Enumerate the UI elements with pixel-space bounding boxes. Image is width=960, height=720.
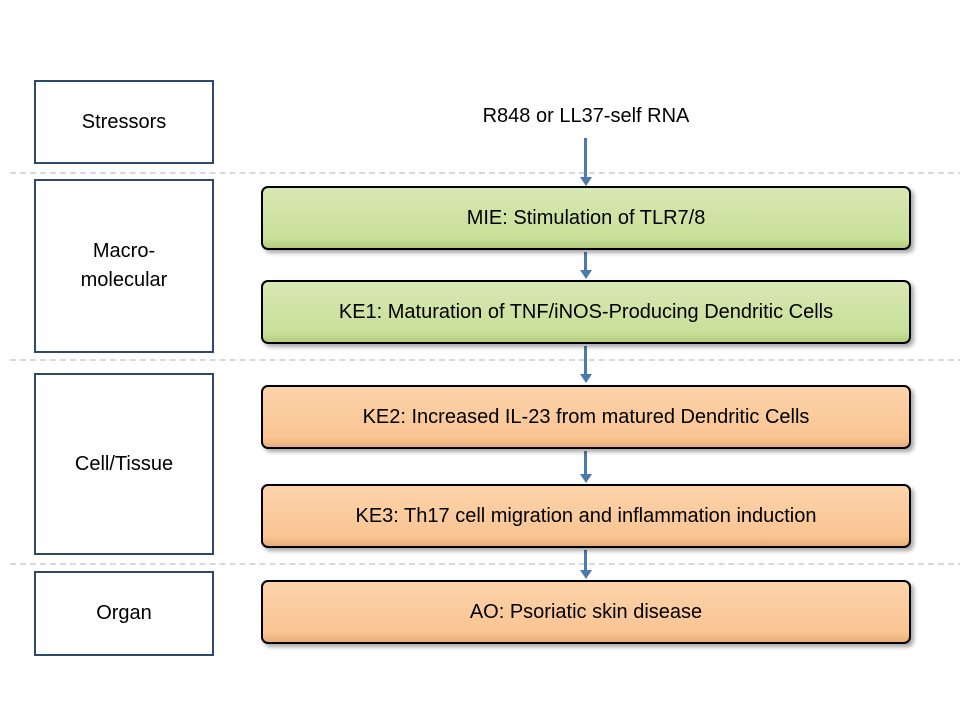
arrow-shaft xyxy=(584,346,587,375)
arrow-head xyxy=(580,270,592,279)
divider-cell-organ xyxy=(10,563,960,565)
arrow-head xyxy=(580,374,592,383)
arrow-mie-to-ke1 xyxy=(580,252,592,279)
arrow-shaft xyxy=(584,252,587,271)
ke3-box: KE3: Th17 cell migration and inflammatio… xyxy=(261,484,911,548)
level-cell-tissue-label: Cell/Tissue xyxy=(74,452,174,475)
mie-label: MIE: Stimulation of TLR7/8 xyxy=(466,206,706,229)
level-stressors-label: Stressors xyxy=(81,110,167,133)
ao-label: AO: Psoriatic skin disease xyxy=(469,600,703,623)
stressor-label: R848 or LL37-self RNA xyxy=(482,105,690,127)
level-macromolecular-line2: molecular xyxy=(80,269,168,291)
level-macromolecular-label: Macro- molecular xyxy=(81,237,168,295)
arrow-ke2-to-ke3 xyxy=(580,451,592,483)
level-organ-box: Organ xyxy=(34,571,214,656)
mie-box: MIE: Stimulation of TLR7/8 xyxy=(261,186,911,250)
level-macromolecular-line1: Macro- xyxy=(92,240,156,262)
arrow-ke3-to-ao xyxy=(580,550,592,579)
ao-box: AO: Psoriatic skin disease xyxy=(261,580,911,644)
ke2-label: KE2: Increased IL-23 from matured Dendri… xyxy=(362,405,810,428)
arrow-stressor-to-mie xyxy=(580,138,592,186)
arrow-shaft xyxy=(584,550,587,571)
arrow-ke1-to-ke2 xyxy=(580,346,592,383)
level-macromolecular-box: Macro- molecular xyxy=(34,179,214,353)
arrow-head xyxy=(580,177,592,186)
arrow-head xyxy=(580,474,592,483)
divider-macro-cell xyxy=(10,359,960,361)
ke3-label: KE3: Th17 cell migration and inflammatio… xyxy=(355,504,817,527)
level-organ-label: Organ xyxy=(96,602,152,624)
divider-stressor-macro xyxy=(10,172,960,174)
ke2-box: KE2: Increased IL-23 from matured Dendri… xyxy=(261,385,911,449)
arrow-shaft xyxy=(584,138,587,178)
ke1-label: KE1: Maturation of TNF/iNOS-Producing De… xyxy=(338,300,834,323)
level-cell-tissue-box: Cell/Tissue xyxy=(34,373,214,555)
arrow-head xyxy=(580,570,592,579)
ke1-box: KE1: Maturation of TNF/iNOS-Producing De… xyxy=(261,280,911,344)
arrow-shaft xyxy=(584,451,587,475)
level-stressors-box: Stressors xyxy=(34,80,214,164)
